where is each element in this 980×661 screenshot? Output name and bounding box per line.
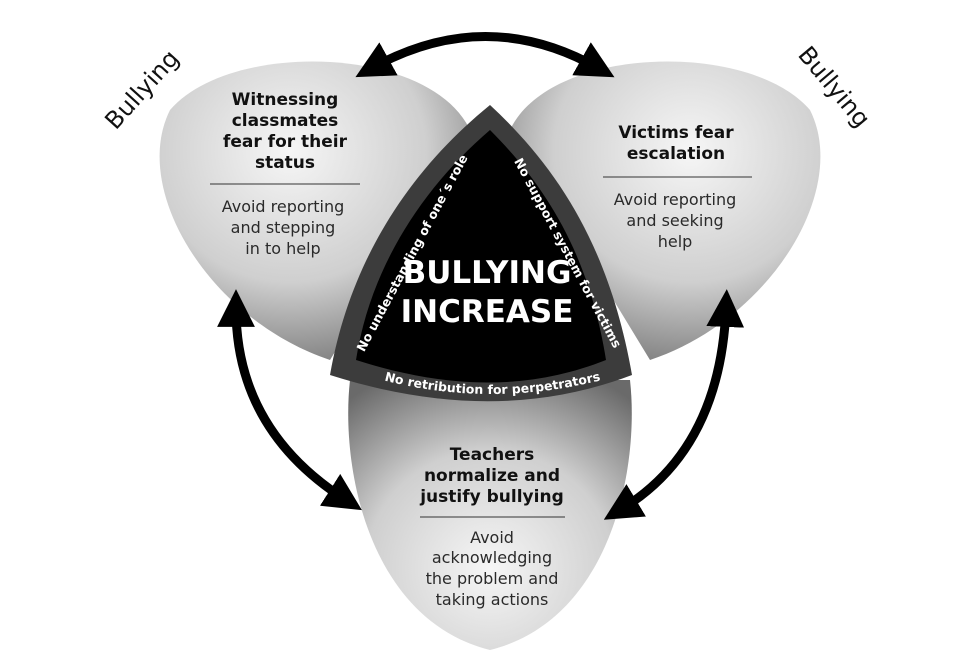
arrow-right <box>603 289 745 520</box>
petal-bottom <box>348 380 632 650</box>
arrow-left <box>217 289 362 511</box>
petal-bottom-body-2: acknowledging <box>432 548 552 567</box>
petal-left-heading-1: Witnessing <box>232 90 339 110</box>
petal-bottom-heading-1: Teachers <box>450 445 535 465</box>
petal-right-body-1: Avoid reporting <box>614 190 737 209</box>
petal-left-body-1: Avoid reporting <box>222 197 345 216</box>
petal-right-body-2: and seeking <box>626 211 723 230</box>
petal-bottom-heading-3: justify bullying <box>419 487 564 507</box>
petal-left-heading-2: classmates <box>232 111 339 131</box>
center-title-line1: BULLYING <box>403 255 572 291</box>
petal-right-text: Victims fear escalation Avoid reporting … <box>603 123 752 251</box>
petal-right <box>510 61 821 360</box>
petal-left-body-2: and stepping <box>231 218 336 237</box>
petal-bottom-heading-2: normalize and <box>424 466 560 486</box>
petal-bottom-text: Teachers normalize and justify bullying … <box>419 445 565 609</box>
center-title-line2: INCREASE <box>401 294 574 330</box>
petal-bottom-body-1: Avoid <box>470 528 514 547</box>
petal-left-heading-3: fear for their <box>223 132 348 152</box>
arrow-top <box>355 32 615 78</box>
petal-bottom-body-3: the problem and <box>426 569 559 588</box>
petal-left <box>159 61 470 360</box>
petal-left-body-3: in to help <box>245 239 320 258</box>
petal-right-heading-1: Victims fear <box>618 123 734 143</box>
petal-left-heading-4: status <box>255 153 315 173</box>
petal-bottom-body-4: taking actions <box>436 590 549 609</box>
petal-right-body-3: help <box>658 232 693 251</box>
petal-right-heading-2: escalation <box>627 144 725 164</box>
core-triangle <box>356 130 606 383</box>
petal-left-text: Witnessing classmates fear for their sta… <box>210 90 360 258</box>
